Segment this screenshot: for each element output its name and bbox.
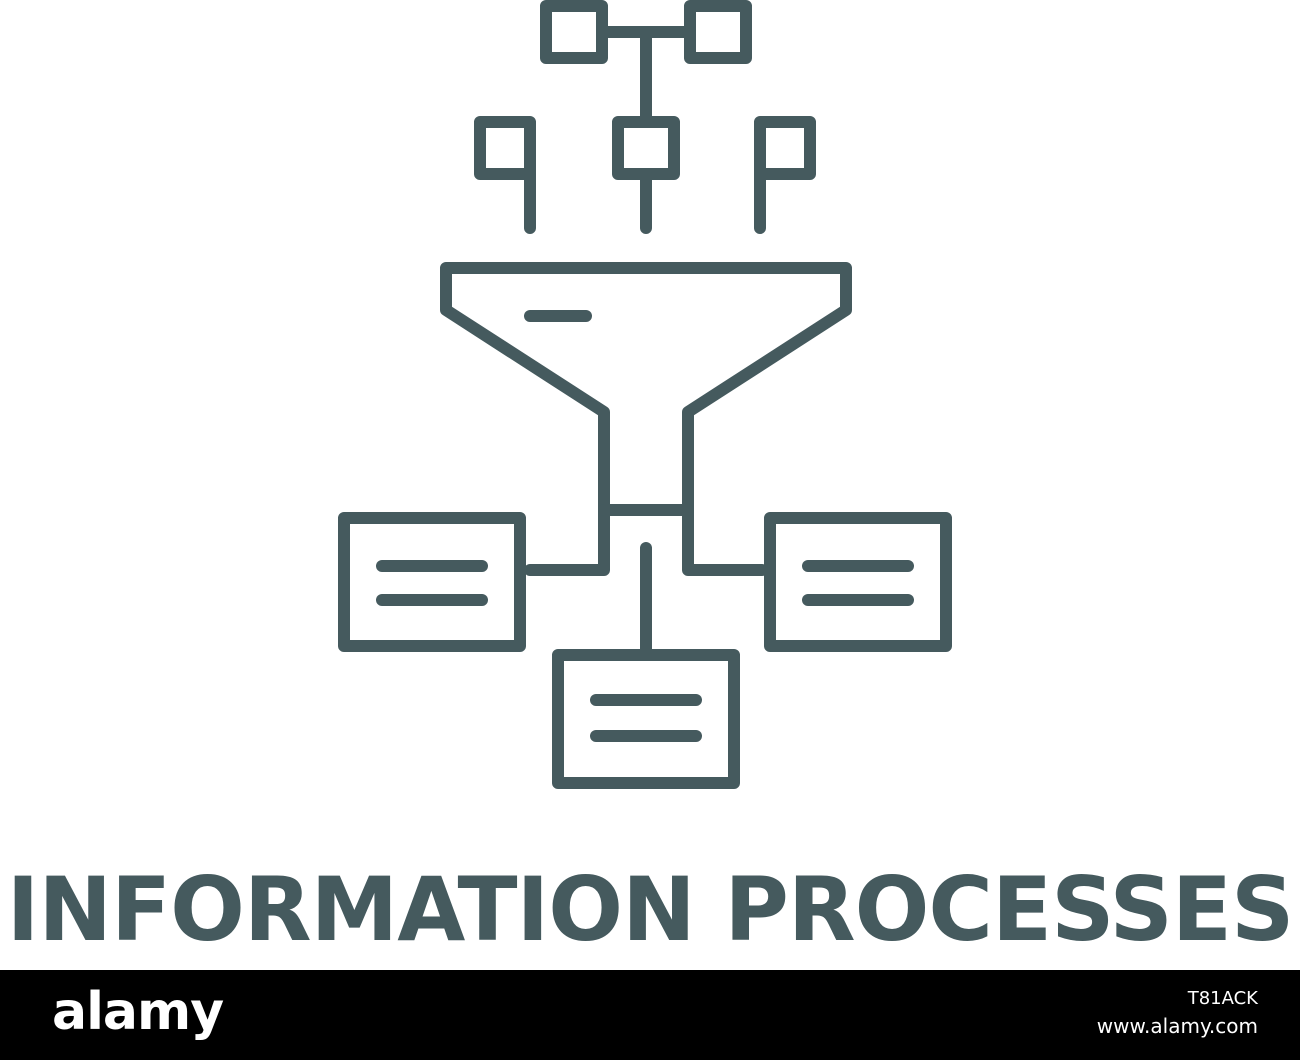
icon-caption: INFORMATION PROCESSES — [6, 858, 1295, 961]
information-processes-icon — [338, 0, 952, 789]
top-right-block-icon — [684, 0, 752, 64]
alamy-logo: alamy — [52, 982, 224, 1042]
image-id: T81ACK — [1187, 988, 1258, 1009]
watermark-bar: alamy T81ACK www.alamy.com — [0, 970, 1300, 1060]
middle-block-icon — [612, 116, 680, 180]
incoming-data-blocks — [474, 116, 816, 234]
top-left-block-icon — [540, 0, 608, 64]
funnel-icon — [440, 262, 852, 661]
bottom-document-icon — [552, 649, 740, 789]
left-document-icon — [338, 512, 526, 652]
watermark-url: www.alamy.com — [1096, 1014, 1258, 1038]
funnel-outline — [440, 262, 852, 576]
right-document-icon — [764, 512, 952, 652]
left-flag-icon — [474, 116, 536, 234]
output-documents — [338, 512, 952, 789]
top-data-blocks — [540, 0, 752, 128]
right-flag-icon — [754, 116, 816, 234]
